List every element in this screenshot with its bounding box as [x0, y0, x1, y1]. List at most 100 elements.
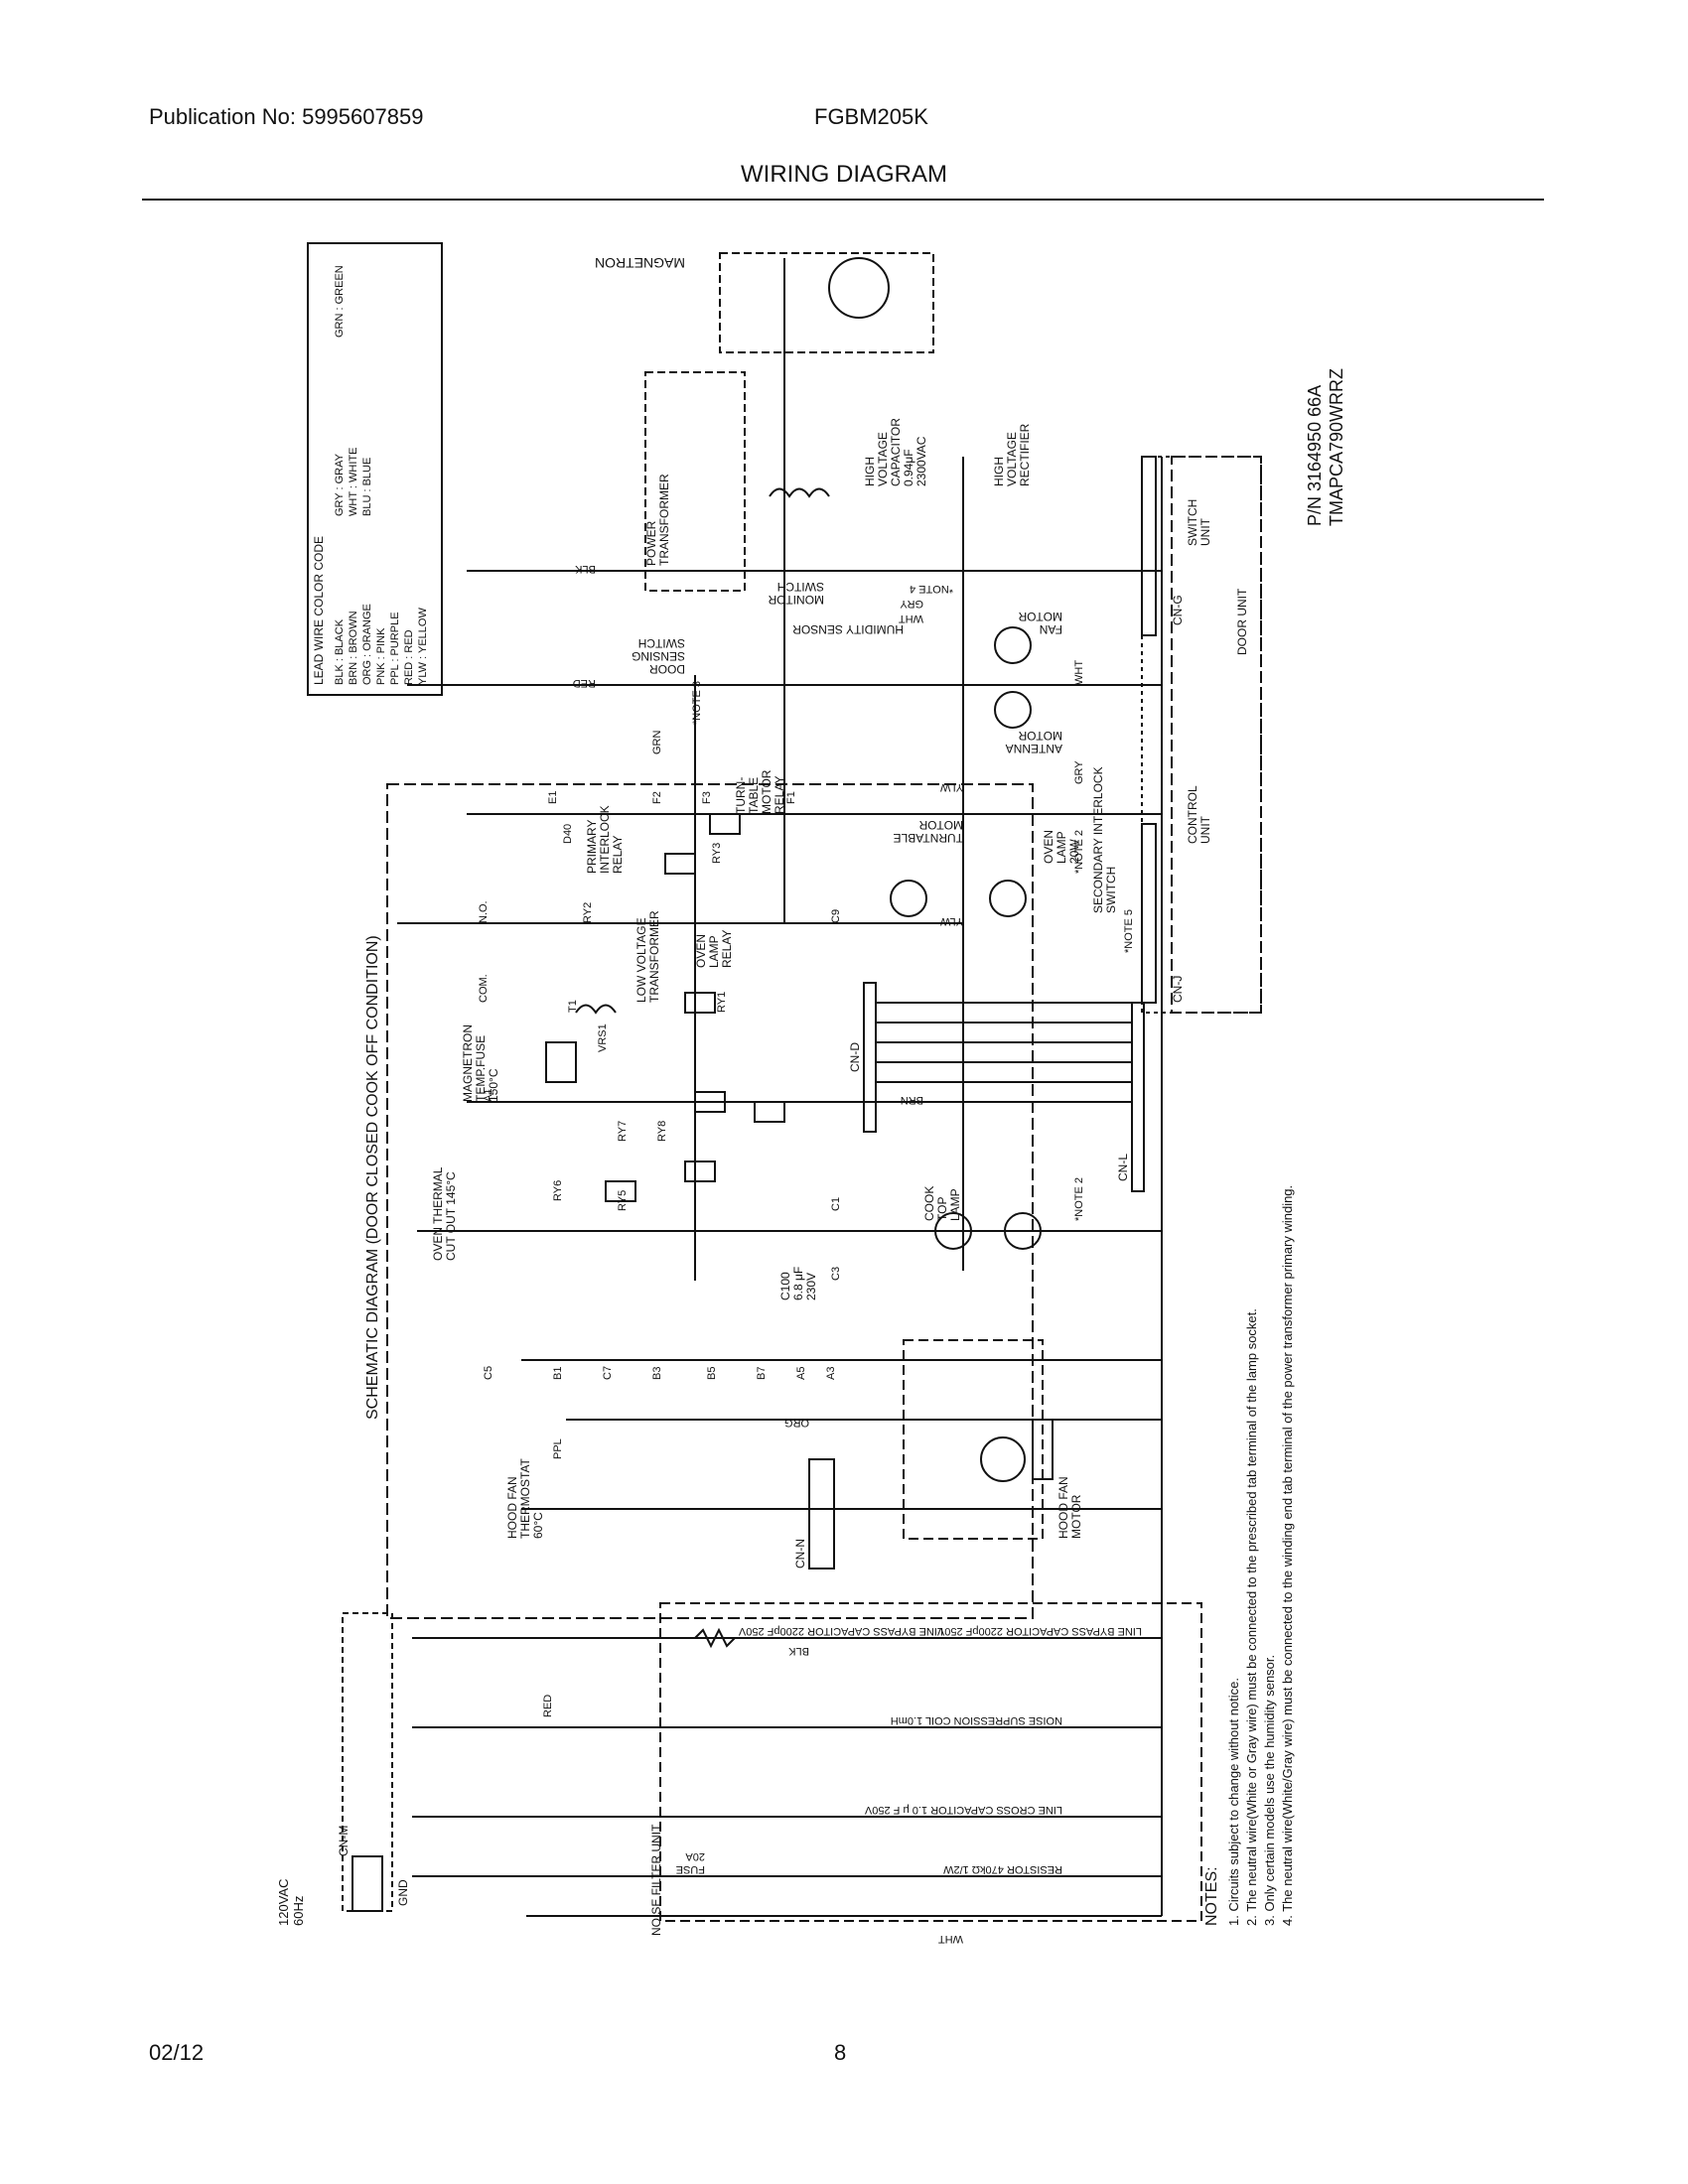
wiring-diagram-svg: LEAD WIRE COLOR CODE BLK : BLACK BRN : B…	[276, 242, 1346, 1945]
hood-fan-frame	[903, 1339, 1044, 1540]
humidity-sensor-label: HUMIDITY SENSOR	[792, 622, 904, 636]
note-mark-5: *NOTE 5	[1123, 909, 1135, 953]
notes-title: NOTES:	[1203, 1866, 1220, 1926]
note-mark-3: *NOTE 3	[691, 681, 703, 725]
low-voltage-transformer-label-1: LOW VOLTAGE	[634, 917, 648, 1003]
secondary-interlock-label-2: SWITCH	[1104, 867, 1118, 913]
hv-capacitor-label-5: 2300VAC	[914, 436, 928, 486]
c100-label-3: 230V	[804, 1273, 818, 1300]
hv-capacitor-label-3: CAPACITOR	[889, 418, 903, 486]
low-voltage-transformer-label-2: TRANSFORMER	[647, 910, 661, 1003]
resistor-symbol	[694, 1627, 736, 1649]
hv-rectifier-label-2: VOLTAGE	[1005, 432, 1019, 486]
door-sensing-label-2: SENSING	[632, 649, 685, 663]
color-code-ppl: PPL : PURPLE	[389, 612, 401, 685]
turntable-relay-label-2: TABLE	[747, 777, 761, 814]
fuse-label-1: FUSE	[676, 1863, 705, 1875]
turntable-motor-label-1: TURNTABLE	[894, 831, 963, 845]
magnetron-frame	[719, 252, 934, 353]
color-code-title: LEAD WIRE COLOR CODE	[312, 536, 326, 685]
bypass-cap-1-label: LINE BYPASS CAPACITOR 2200pF 250V	[738, 1625, 943, 1637]
part-number-2: TMAPCA790WRRZ	[1327, 368, 1346, 526]
wire-label-gry-2: GRY	[1073, 760, 1085, 784]
hv-capacitor-frame	[644, 371, 746, 592]
supply-label-2: 60Hz	[291, 1896, 306, 1926]
monitor-switch-label-2: SWITCH	[777, 580, 824, 594]
relay-ry8-coil	[754, 1101, 785, 1123]
noise-coil-label: NOISE SUPRESSION COIL 1.0mH	[891, 1714, 1062, 1726]
primary-interlock-label-1: PRIMARY	[585, 820, 599, 874]
note-1: 1. Circuits subject to change without no…	[1226, 1678, 1241, 1926]
color-code-gry: GRY : GRAY	[334, 453, 346, 516]
cn-d-label: CN-D	[848, 1042, 862, 1072]
resistor-label: RESISTOR 470kΩ 1/2W	[942, 1863, 1062, 1875]
relay-ry6-label: RY6	[552, 1180, 564, 1201]
fan-motor-label-2: MOTOR	[1018, 610, 1062, 623]
relay-ry3-coil	[709, 813, 741, 835]
pin-f2: F2	[651, 791, 663, 804]
note-4: 4. The neutral wire(White/Gray wire) mus…	[1280, 1185, 1295, 1926]
cooktop-lamp-label-1: COOK	[922, 1186, 936, 1221]
wire-label-blk: BLK	[575, 563, 596, 575]
oven-lamp-label-1: OVEN	[1042, 830, 1055, 864]
c100-label-1: C100	[778, 1272, 792, 1300]
pin-f3: F3	[701, 791, 713, 804]
pin-b1: B1	[552, 1367, 564, 1380]
wire-label-wht-bottom: WHT	[938, 1933, 963, 1945]
pin-com: COM.	[478, 974, 490, 1003]
door-sensing-label-1: DOOR	[649, 662, 685, 676]
pin-no: N.O.	[478, 900, 490, 923]
secondary-interlock-label-1: SECONDARY INTERLOCK	[1091, 766, 1105, 913]
cn-l-label: CN-L	[1116, 1154, 1130, 1181]
temp-fuse-label-2: TEMP.FUSE	[474, 1035, 488, 1102]
color-code-org: ORG : ORANGE	[361, 604, 373, 685]
hv-capacitor-label-2: VOLTAGE	[876, 432, 890, 486]
hv-capacitor-label-4: 0.94μF	[902, 449, 915, 486]
cooktop-lamp-label-2: TOP	[935, 1197, 949, 1221]
page-title: WIRING DIAGRAM	[741, 161, 947, 188]
supply-label-1: 120VAC	[276, 1879, 291, 1926]
relay-ry1-coil	[684, 992, 716, 1014]
hood-motor-label-1: HOOD FAN	[1056, 1476, 1070, 1539]
hood-motor-label-2: MOTOR	[1069, 1494, 1083, 1539]
cooktop-lamp-2-symbol	[1004, 1212, 1042, 1250]
connector-cn-g	[1141, 456, 1157, 636]
color-code-pnk: PNK : PINK	[375, 627, 387, 685]
header-divider	[142, 199, 1544, 201]
pin-b5: B5	[706, 1367, 718, 1380]
pin-c3: C3	[830, 1267, 842, 1281]
pin-c5: C5	[483, 1366, 494, 1380]
cross-cap-label: LINE CROSS CAPACITOR 1.0 μ F 250V	[864, 1804, 1062, 1816]
magnetron-symbol	[828, 257, 890, 319]
d40-label: D40	[562, 824, 574, 844]
relay-ry2-label: RY2	[582, 902, 594, 923]
pin-c9: C9	[830, 909, 842, 923]
pin-f1: F1	[785, 791, 797, 804]
wire-label-org: ORG	[784, 1417, 809, 1429]
vrs1-label: VRS1	[597, 1024, 609, 1052]
power-transformer-label-1: POWER	[644, 520, 658, 566]
oven-lamp-relay-label-2: LAMP	[707, 935, 721, 968]
note-mark-4: *NOTE 4	[910, 583, 953, 595]
relay-ry5-coil	[684, 1160, 716, 1182]
switch-unit-label-2: UNIT	[1198, 517, 1212, 546]
primary-interlock-label-2: INTERLOCK	[598, 805, 612, 874]
pin-b7: B7	[756, 1367, 768, 1380]
pin-a1: A1	[483, 1089, 494, 1102]
connector-cn-n	[808, 1458, 835, 1570]
turntable-relay-label-1: TURN-	[734, 777, 748, 814]
relay-ry7-coil	[694, 1091, 726, 1113]
relay-ry8-label: RY8	[656, 1121, 668, 1142]
control-unit-label-2: UNIT	[1198, 815, 1212, 844]
footer-date: 02/12	[149, 2040, 205, 2065]
noise-filter-label: NOISE FILTER UNIT	[649, 1824, 663, 1936]
wire-label-red: RED	[573, 677, 596, 689]
relay-ry3-label: RY3	[711, 843, 723, 864]
wire-label-grn: GRN	[651, 731, 663, 755]
pin-a5: A5	[795, 1367, 807, 1380]
oven-lamp-relay-label-3: RELAY	[720, 930, 734, 968]
door-sensing-label-3: SWITCH	[638, 636, 685, 650]
color-code-ylw: YLW : YELLOW	[417, 608, 429, 685]
pin-b3: B3	[651, 1367, 663, 1380]
monitor-switch-label-1: MONITOR	[768, 593, 824, 607]
